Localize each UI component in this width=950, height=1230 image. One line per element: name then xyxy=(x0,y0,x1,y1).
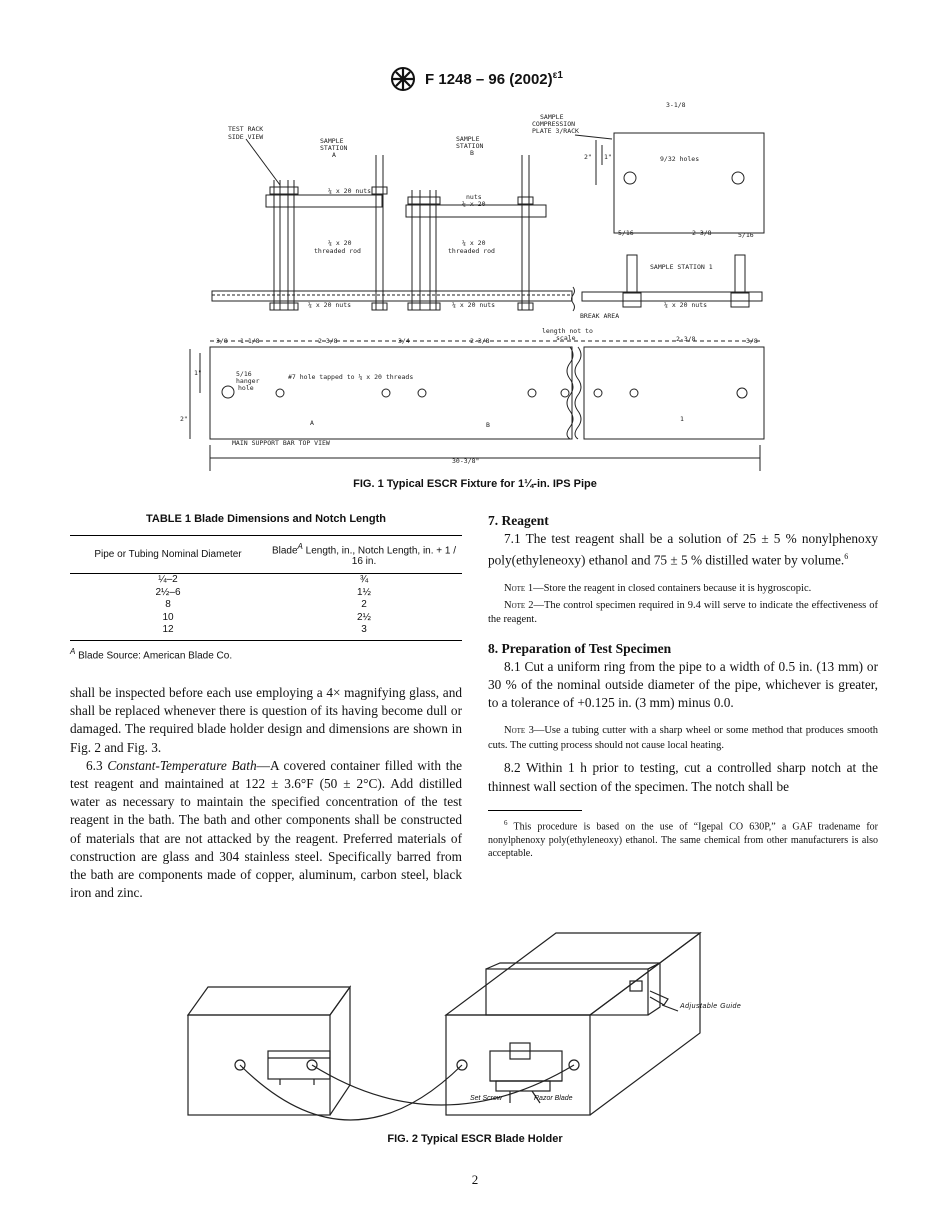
label-sample-b-3: B xyxy=(470,149,474,157)
label-dim-2in: 2" xyxy=(584,153,592,161)
label-hanger-3: hole xyxy=(238,384,254,392)
label-sample-a-3: A xyxy=(332,151,336,159)
label-length-note-1: length not to xyxy=(542,327,593,335)
label-nuts-b1: nuts xyxy=(466,193,482,201)
footnote-6: 6 This procedure is based on the use of … xyxy=(488,818,878,860)
label-rod-b1: ¼ x 20 xyxy=(462,239,486,247)
table-1: TABLE 1 Blade Dimensions and Notch Lengt… xyxy=(70,513,462,663)
label-dim-5-16-l: 5/16 xyxy=(618,229,634,237)
label-hanger-2: hanger xyxy=(236,377,260,385)
page-header: F 1248 – 96 (2002)ε1 xyxy=(0,66,950,92)
label-bottom-nuts-b: ¼ x 20 nuts xyxy=(452,301,495,309)
label-side-view: SIDE VIEW xyxy=(228,133,263,141)
label-dim-1in: 1" xyxy=(604,153,612,161)
label-compression-3: PLATE 3/RACK xyxy=(532,127,579,135)
label-dim-3-1-8: 3-1/8 xyxy=(666,101,686,109)
label-length-note-2: scale xyxy=(556,334,576,342)
label-bottom-nuts-a: ¼ x 20 nuts xyxy=(308,301,351,309)
note-2: Note 2—The control specimen required in … xyxy=(488,599,878,626)
label-compression-2: COMPRESSION xyxy=(532,120,575,128)
figure-2-caption: FIG. 2 Typical ESCR Blade Holder xyxy=(387,1133,563,1145)
label-dim-5-16-r: 5/16 xyxy=(738,231,754,239)
blade-dimensions-table: Pipe or Tubing Nominal Diameter BladeA L… xyxy=(70,534,462,663)
footnote-divider xyxy=(488,809,582,811)
label-test-rack: TEST RACK xyxy=(228,125,263,133)
paragraph-7-1: 7.1 The test reagent shall be a solution… xyxy=(488,531,878,568)
label-main-support: MAIN SUPPORT BAR TOP VIEW xyxy=(232,439,330,447)
label-dim-2-3-8-a: 2-3/8 xyxy=(318,337,338,345)
table-1-title: TABLE 1 Blade Dimensions and Notch Lengt… xyxy=(146,513,386,525)
page-number: 2 xyxy=(471,1172,479,1187)
label-dim-3-8-l: 3/8 xyxy=(216,337,228,345)
table-header-blade: BladeA Length, in., Notch Length, in. + … xyxy=(266,534,462,575)
label-dim-1in-side: 1" xyxy=(194,369,202,377)
label-break-area: BREAK AREA xyxy=(580,312,619,320)
label-dim-1-1-8: 1-1/8 xyxy=(240,337,260,345)
label-sample-a-1: SAMPLE xyxy=(320,137,344,145)
section-8-heading: 8. Preparation of Test Specimen xyxy=(488,640,672,656)
label-rod-a2: threaded rod xyxy=(314,247,361,255)
paragraph-8-1: 8.1 Cut a uniform ring from the pipe to … xyxy=(488,658,878,711)
right-column: 7. Reagent 7.1 The test reagent shall be… xyxy=(488,512,878,861)
section-7-heading: 7. Reagent xyxy=(488,513,549,528)
label-sample-b-1: SAMPLE xyxy=(456,135,480,143)
label-dim-2-3-8-c: 2-3/8 xyxy=(676,335,696,343)
label-sample-b-2: STATION xyxy=(456,142,483,150)
label-dim-2-3-8-b: 2-3/8 xyxy=(470,337,490,345)
label-station-a: A xyxy=(310,419,314,427)
table-footnote: A Blade Source: American Blade Co. xyxy=(70,639,462,663)
figure-2-blade-holder: Adjustable Guide Set Screw Razor Blade xyxy=(180,925,770,1130)
label-bottom-nuts-c: ¼ x 20 nuts xyxy=(664,301,707,309)
note-1: Note 1—Store the reagent in closed conta… xyxy=(504,583,812,595)
label-overall-length: 30-3/8" xyxy=(452,457,479,465)
standard-designation: F 1248 – 96 (2002)ε1 xyxy=(425,70,563,88)
label-nuts-a: ¼ x 20 nuts xyxy=(328,187,371,195)
label-razor-blade: Razor Blade xyxy=(534,1095,573,1102)
label-hanger-1: 5/16 xyxy=(236,370,252,378)
label-compression-1: SAMPLE xyxy=(540,113,564,121)
label-tapped-hole: #7 hole tapped to ¼ x 20 threads xyxy=(288,373,413,381)
paragraph-8-2: 8.2 Within 1 h prior to testing, cut a c… xyxy=(488,760,878,794)
label-rod-b2: threaded rod xyxy=(448,247,495,255)
table-header-diameter: Pipe or Tubing Nominal Diameter xyxy=(70,534,266,575)
note-3: Note 3—Use a tubing cutter with a sharp … xyxy=(488,725,878,751)
label-holes: 9/32 holes xyxy=(660,155,699,163)
figure-1-escr-fixture: TEST RACK SIDE VIEW SAMPLE STATION A SAM… xyxy=(180,95,770,475)
label-station-b: B xyxy=(486,421,490,429)
label-dim-3-4: 3/4 xyxy=(398,337,410,345)
label-dim-2in-side: 2" xyxy=(180,415,188,423)
astm-logo-icon xyxy=(391,67,416,91)
label-sample-a-2: STATION xyxy=(320,144,347,152)
label-rod-a1: ¼ x 20 xyxy=(328,239,352,247)
paragraph-6-3: 6.3 Constant-Temperature Bath—A covered … xyxy=(70,757,462,901)
label-dim-3-8-r: 3/8 xyxy=(746,337,758,345)
label-sample-station-1: SAMPLE STATION 1 xyxy=(650,263,713,271)
label-nuts-b2: ¼ x 20 xyxy=(462,200,486,208)
label-set-screw: Set Screw xyxy=(470,1095,502,1102)
label-dim-2-3-8-top: 2-3/8 xyxy=(692,229,712,237)
paragraph-continued: shall be inspected before each use emplo… xyxy=(70,685,462,755)
label-station-1: 1 xyxy=(680,415,684,423)
figure-1-caption: FIG. 1 Typical ESCR Fixture for 1¼-in. I… xyxy=(353,478,597,490)
left-column: shall be inspected before each use emplo… xyxy=(70,684,462,902)
label-adjustable-guide: Adjustable Guide xyxy=(680,1003,742,1010)
